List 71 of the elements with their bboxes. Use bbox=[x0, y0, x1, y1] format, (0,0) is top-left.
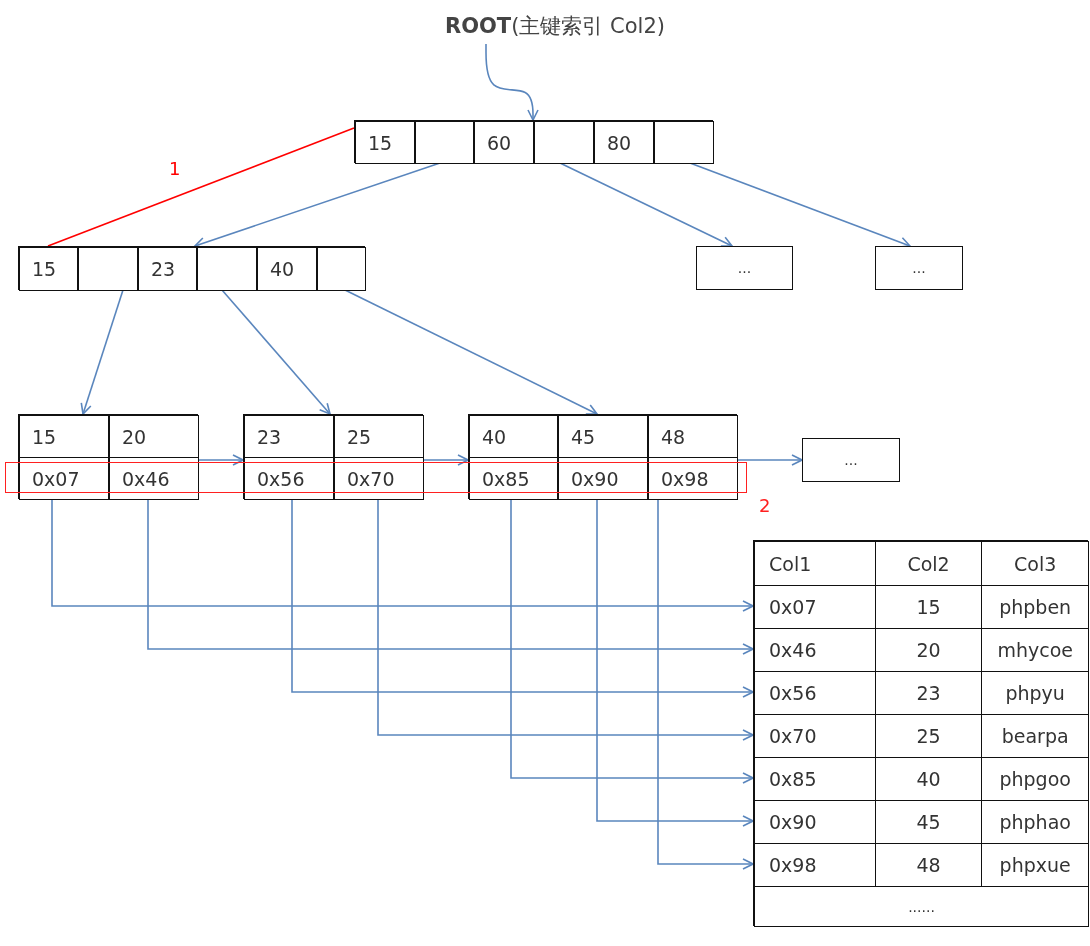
arrow bbox=[291, 498, 754, 698]
pointer-cell bbox=[78, 247, 138, 291]
pointer-cell bbox=[654, 121, 714, 164]
table-row bbox=[754, 714, 1089, 758]
cell-value: 0x46 bbox=[768, 638, 818, 663]
data-table bbox=[753, 540, 1088, 926]
key-cell: 23 bbox=[138, 247, 197, 291]
arrow bbox=[377, 498, 754, 741]
arrow bbox=[51, 498, 754, 612]
arrow bbox=[736, 454, 803, 466]
arrow bbox=[510, 498, 754, 784]
pointer-cell bbox=[317, 247, 366, 291]
arrow bbox=[559, 162, 733, 247]
key-cell: 15 bbox=[355, 121, 415, 164]
arrow bbox=[221, 289, 331, 415]
cell-value: 0x56 bbox=[768, 681, 818, 706]
pointer-cell bbox=[534, 121, 594, 164]
index-page-box bbox=[243, 414, 423, 499]
key-cell: 0x07 bbox=[19, 457, 109, 500]
cell-value: 0x70 bbox=[768, 724, 818, 749]
key-cell: 40 bbox=[469, 415, 558, 458]
table-row bbox=[754, 585, 1089, 629]
cell-value: 0x07 bbox=[768, 595, 818, 620]
root-label: ROOT(主键索引 Col2) bbox=[415, 8, 695, 44]
arrow bbox=[80, 289, 124, 415]
key-cell: 0x56 bbox=[244, 457, 334, 500]
table-row bbox=[754, 843, 1089, 887]
key-cell: 48 bbox=[648, 415, 738, 458]
callout-number: 2 bbox=[759, 495, 771, 516]
key-cell: 0x85 bbox=[469, 457, 558, 500]
key-cell: 80 bbox=[594, 121, 654, 164]
key-cell: ... bbox=[875, 246, 963, 290]
key-cell: 0x90 bbox=[558, 457, 648, 500]
key-cell: 60 bbox=[474, 121, 534, 164]
index-page-box bbox=[18, 414, 198, 499]
cell-value: 0x98 bbox=[768, 853, 818, 878]
key-cell: 15 bbox=[19, 247, 78, 291]
table-row bbox=[754, 628, 1089, 672]
arrow bbox=[485, 43, 539, 121]
key-cell: 20 bbox=[109, 415, 199, 458]
key-cell: 25 bbox=[334, 415, 424, 458]
annotation-line bbox=[47, 127, 355, 247]
key-cell: 0x98 bbox=[648, 457, 738, 500]
pointer-cell bbox=[197, 247, 257, 291]
key-cell: ... bbox=[802, 438, 900, 482]
key-cell: 0x70 bbox=[334, 457, 424, 500]
table-row bbox=[754, 671, 1089, 715]
cell-value: 0x90 bbox=[768, 810, 818, 835]
index-page-box bbox=[18, 246, 365, 290]
index-page-box bbox=[468, 414, 737, 499]
cell-value: 0x85 bbox=[768, 767, 818, 792]
key-cell: 45 bbox=[558, 415, 648, 458]
arrow bbox=[147, 498, 754, 655]
key-cell: ... bbox=[696, 246, 793, 290]
arrow bbox=[657, 498, 754, 870]
highlight-frame bbox=[5, 462, 747, 493]
pointer-cell bbox=[415, 121, 474, 164]
table-row bbox=[754, 541, 1089, 586]
arrow bbox=[344, 289, 598, 415]
index-page-box bbox=[354, 120, 713, 163]
key-cell: 0x46 bbox=[109, 457, 199, 500]
key-cell: ...... bbox=[754, 886, 1089, 927]
table-row bbox=[754, 800, 1089, 844]
arrow bbox=[197, 454, 244, 466]
arrow bbox=[596, 498, 754, 827]
table-row bbox=[754, 757, 1089, 801]
column-header: Col1 bbox=[768, 551, 813, 577]
key-cell: 15 bbox=[19, 415, 109, 458]
key-cell: 23 bbox=[244, 415, 334, 458]
key-cell: 40 bbox=[257, 247, 317, 291]
arrow bbox=[422, 454, 469, 466]
